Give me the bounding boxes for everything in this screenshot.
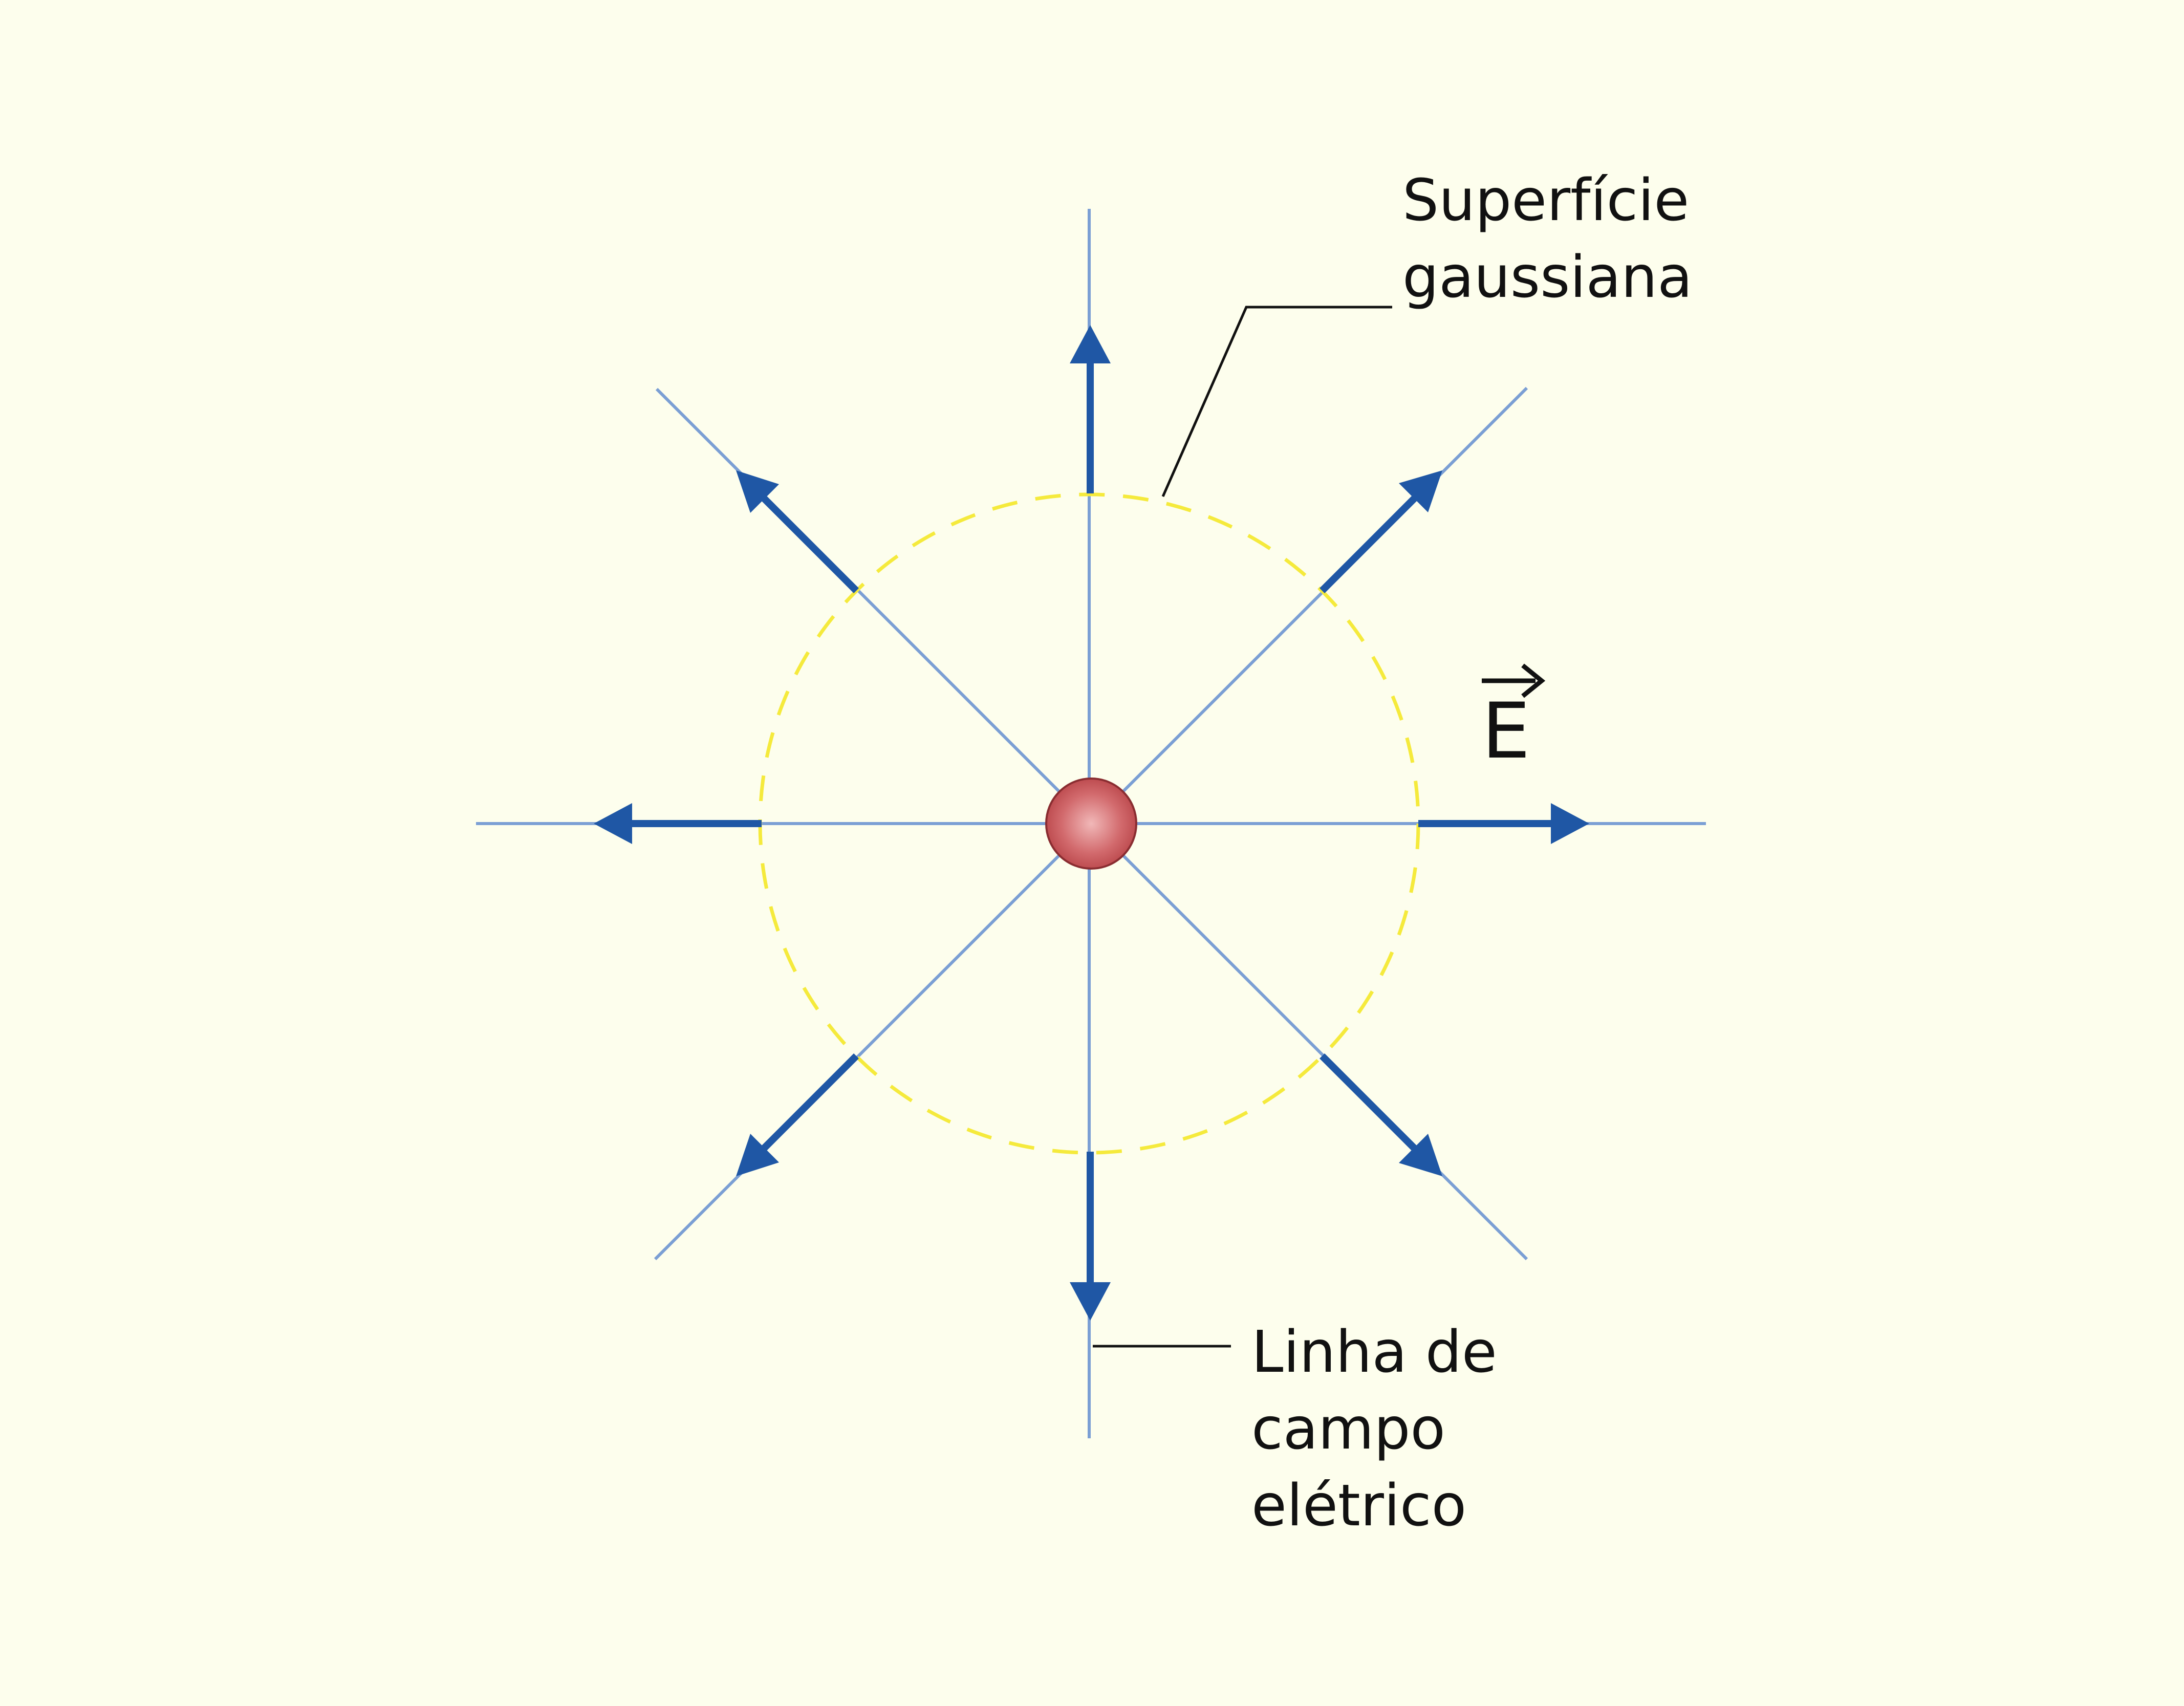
gaussian-surface-label-line1: Superfície bbox=[1402, 167, 1689, 234]
field-vector-left bbox=[594, 803, 762, 844]
field-line-label-line2: campo bbox=[1251, 1396, 1445, 1462]
field-vector-up bbox=[1070, 325, 1111, 493]
field-vector-down bbox=[1070, 1152, 1111, 1321]
field-vector-down-left bbox=[736, 1053, 859, 1176]
gaussian-surface-leader-line bbox=[1161, 306, 1392, 498]
electric-field-label: E bbox=[1482, 687, 1530, 776]
field-vector-up-left bbox=[736, 470, 859, 593]
field-vector-right bbox=[1418, 803, 1589, 844]
gaussian-surface-label-line2: gaussiana bbox=[1402, 244, 1693, 311]
field-vector-down-right bbox=[1320, 1053, 1442, 1176]
field-vectors bbox=[594, 325, 1589, 1321]
field-vector-up-right bbox=[1320, 470, 1442, 593]
field-line-label-line3: elétrico bbox=[1251, 1473, 1466, 1539]
field-line-label-line1: Linha de bbox=[1251, 1319, 1497, 1386]
point-charge bbox=[1045, 778, 1137, 870]
electric-field-vector-symbol: E bbox=[1482, 663, 1546, 776]
vector-arrow-icon bbox=[1482, 663, 1546, 698]
